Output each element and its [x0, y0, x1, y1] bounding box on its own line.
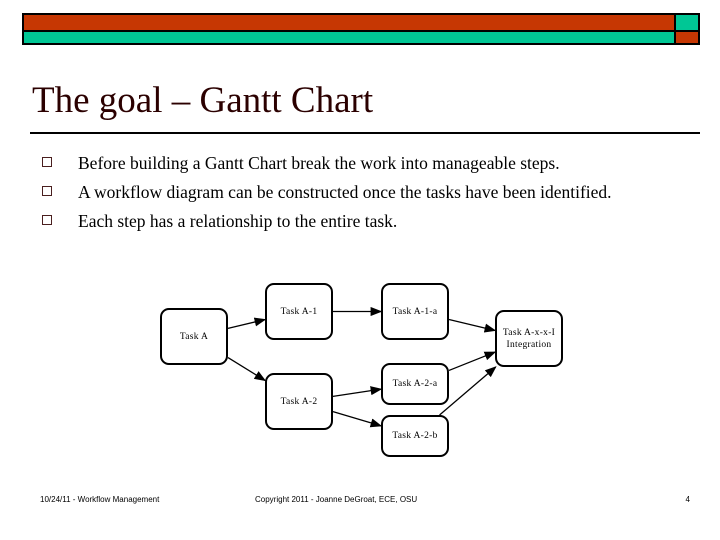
header-decoration-bars: [22, 13, 700, 45]
workflow-arrow-a-to-a2: [227, 356, 267, 382]
header-bar-bottom-red-segment: [674, 32, 698, 43]
header-bar-bottom-green-segment: [24, 32, 674, 43]
workflow-node-label: Task A: [179, 331, 209, 342]
bullet-text: A workflow diagram can be constructed on…: [78, 182, 612, 202]
header-bar-top-red-segment: [24, 15, 674, 30]
workflow-node-a2: Task A-2: [265, 373, 333, 430]
page-title: The goal – Gantt Chart: [32, 80, 374, 121]
list-item: Each step has a relationship to the enti…: [42, 208, 662, 235]
header-bar-top: [22, 13, 700, 32]
bullet-text: Each step has a relationship to the enti…: [78, 211, 398, 231]
workflow-arrow-a1a-to-int: [448, 318, 497, 333]
workflow-node-label: Task A-1: [280, 306, 318, 317]
square-bullet-icon: [42, 157, 52, 167]
list-item: A workflow diagram can be constructed on…: [42, 179, 662, 206]
square-bullet-icon: [42, 215, 52, 225]
title-underline-rule: [30, 132, 700, 134]
workflow-arrow-a2b-to-int: [439, 366, 497, 416]
workflow-node-label: Task A-2-b: [392, 431, 438, 441]
workflow-node-a1: Task A-1: [265, 283, 333, 340]
workflow-node-a2a: Task A-2-a: [381, 363, 449, 405]
workflow-arrow-a-to-a1: [227, 317, 267, 330]
bullet-text: Before building a Gantt Chart break the …: [78, 153, 560, 173]
workflow-connector-layer: [227, 306, 497, 428]
workflow-node-label: Task A-1-a: [392, 306, 438, 317]
footer-page-number: 4: [685, 495, 690, 504]
workflow-node-a2b: Task A-2-b: [381, 415, 449, 457]
workflow-node-label: Task A-2: [280, 396, 318, 407]
workflow-arrow-a2a-to-int: [448, 351, 497, 372]
list-item: Before building a Gantt Chart break the …: [42, 150, 662, 177]
workflow-node-a1a: Task A-1-a: [381, 283, 449, 340]
workflow-node-a: Task A: [160, 308, 228, 365]
workflow-node-label: Task A-2-a: [392, 379, 438, 389]
square-bullet-icon: [42, 186, 52, 196]
slide-footer: 10/24/11 - Workflow Management Copyright…: [40, 494, 690, 524]
footer-copyright-label: Copyright 2011 - Joanne DeGroat, ECE, OS…: [255, 495, 418, 504]
bullet-list: Before building a Gantt Chart break the …: [42, 150, 662, 237]
header-bar-bottom: [22, 32, 700, 45]
header-bar-top-green-segment: [674, 15, 698, 30]
workflow-arrow-a2-to-a2a: [332, 386, 383, 398]
workflow-arrow-a2-to-a2b: [332, 410, 383, 428]
footer-date-label: 10/24/11 - Workflow Management: [40, 495, 160, 504]
